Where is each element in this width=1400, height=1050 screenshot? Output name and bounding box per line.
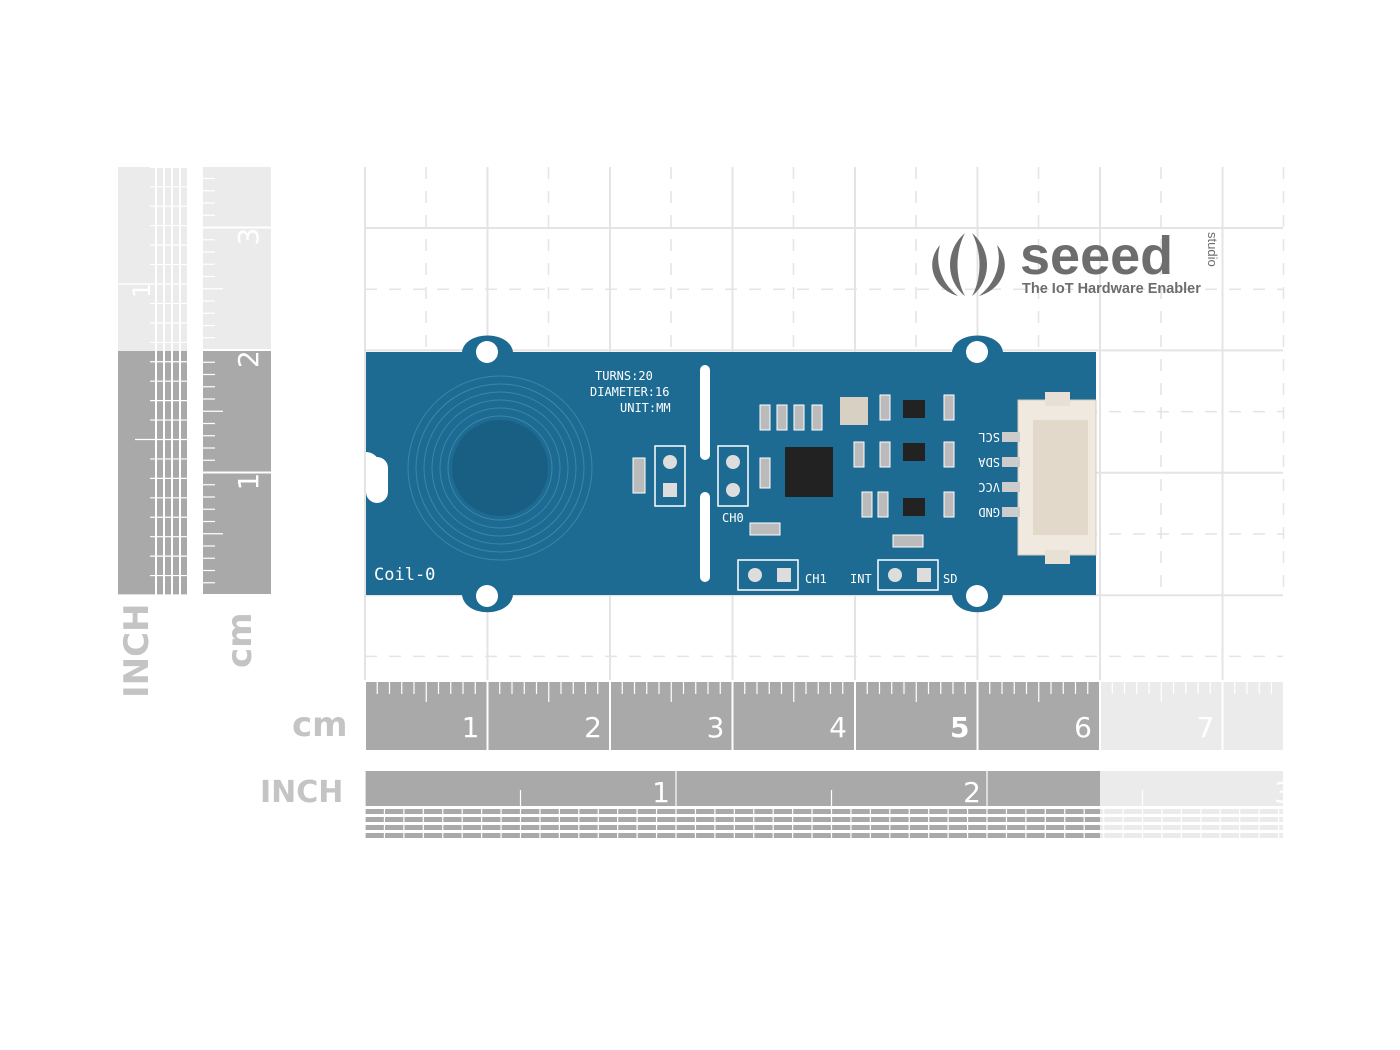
connector-pin	[1002, 507, 1020, 517]
connector-pin	[1002, 482, 1020, 492]
logo-brand: seeed	[1020, 226, 1173, 286]
header-pads	[663, 455, 931, 582]
logo-tagline: The IoT Hardware Enabler	[1022, 281, 1201, 297]
inch-ruler-vertical	[118, 351, 187, 595]
inch-ruler-band	[365, 825, 1100, 830]
inch-ruler-horizontal	[365, 771, 1100, 806]
logo-sub: studio	[1205, 232, 1220, 267]
inch-ruler-band	[1100, 825, 1283, 830]
cm-ruler-horizontal-ext	[1100, 682, 1283, 750]
vertical-cm-label: cm	[220, 612, 260, 668]
cm-tick-label: 1	[232, 473, 265, 491]
label-sd: SD	[943, 572, 957, 586]
mounting-holes	[476, 341, 988, 607]
cm-tick-label: 2	[232, 350, 265, 368]
pcb-board: TURNS:20 DIAMETER:16 UNIT:MM Coil-0 CH0	[366, 335, 1097, 613]
inch-ruler-band	[365, 833, 1100, 838]
silk-unit: UNIT:MM	[620, 401, 671, 415]
cm-tick-label: 3	[232, 228, 265, 246]
cm-tick-label: 2	[584, 711, 602, 744]
seeed-flower-icon	[932, 233, 1005, 296]
vertical-inch-label: INCH	[117, 603, 157, 698]
ic-chip	[785, 447, 833, 497]
inch-ruler-vertical-ext	[118, 167, 187, 351]
pin-label-gnd: GND	[978, 505, 1000, 519]
connector-pin	[1002, 457, 1020, 467]
coil	[407, 375, 593, 561]
horizontal-inch-label: INCH	[260, 775, 343, 810]
inch-tick-label: 3	[1274, 776, 1292, 809]
label-ch1: CH1	[805, 572, 827, 586]
connector-pin	[1002, 432, 1020, 442]
board-name: Coil-0	[374, 565, 435, 585]
inch-tick-label: 2	[963, 776, 981, 809]
transistors	[903, 400, 925, 516]
cm-tick-label: 7	[1197, 711, 1215, 744]
label-ch0: CH0	[722, 511, 744, 525]
label-int: INT	[850, 572, 872, 586]
cm-tick-label: 4	[829, 711, 847, 744]
inch-ruler-horizontal-ext	[1100, 771, 1283, 806]
cm-tick-label: 6	[1074, 711, 1092, 744]
oscillator	[840, 397, 868, 425]
inch-tick-label: 1	[652, 776, 670, 809]
inch-ruler-band	[1100, 809, 1283, 814]
pin-label-vcc: VCC	[978, 480, 1000, 494]
passive-components	[632, 394, 955, 548]
grove-connector	[1017, 392, 1097, 564]
cm-tick-label: 5	[950, 711, 969, 744]
silk-turns: TURNS:20	[595, 369, 653, 383]
inch-ruler-band	[1100, 817, 1283, 822]
silk-diameter: DIAMETER:16	[590, 385, 669, 399]
inch-ruler-band	[365, 817, 1100, 822]
cm-ruler-vertical-ext	[203, 167, 271, 351]
pin-headers	[654, 445, 939, 591]
inch-ruler-band	[1100, 833, 1283, 838]
cm-tick-label: 1	[462, 711, 480, 744]
inch-tick-label: 1	[128, 283, 156, 298]
cm-tick-label: 3	[707, 711, 725, 744]
rulers: 1 2 3 4 5 6 7 1 2 3 1 1 2 3	[118, 166, 1292, 840]
inch-ruler-band	[365, 809, 1100, 814]
horizontal-cm-label: cm	[292, 705, 348, 745]
seeed-logo: seeed studio The IoT Hardware Enabler	[932, 226, 1220, 297]
pin-label-sda: SDA	[978, 455, 1000, 469]
pin-label-scl: SCL	[978, 430, 1000, 444]
